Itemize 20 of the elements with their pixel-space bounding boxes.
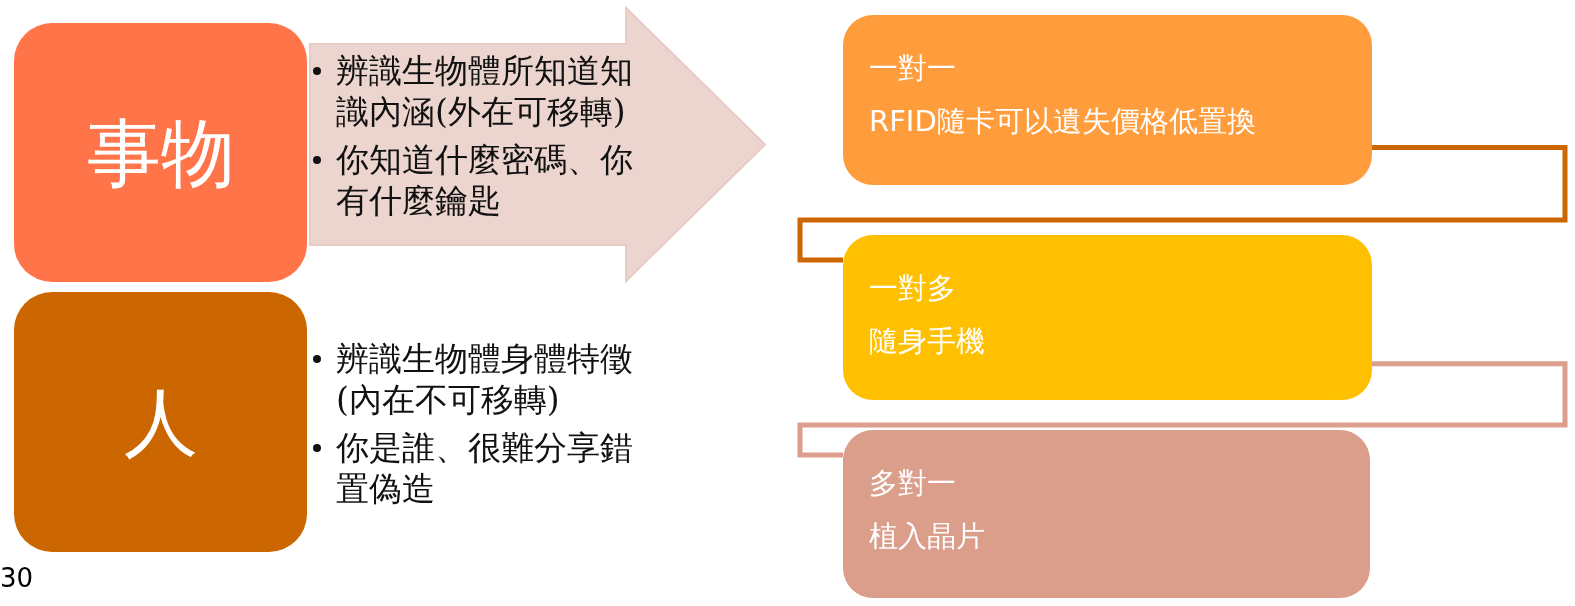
box-text: 植入晶片 <box>869 518 986 554</box>
box-heading: 事物 <box>86 115 235 190</box>
rounded-box <box>843 15 1372 185</box>
connector-line <box>797 145 1568 263</box>
connector-line <box>797 361 1568 458</box>
rounded-box <box>843 235 1372 400</box>
rounded-box <box>14 23 307 282</box>
rounded-box <box>843 430 1370 598</box>
bullet-text: 你是誰、很難分享錯置偽造 <box>336 426 634 509</box>
box-text: RFID隨卡可以遺失價格低置換 <box>869 103 1257 139</box>
bullet-text: 辨識生物體身體特徵(內在不可移轉) <box>336 338 634 421</box>
rounded-box <box>14 292 307 552</box>
box-heading: 人 <box>123 385 198 459</box>
box-text: 一對多 <box>869 271 957 306</box>
bullet-text: 你知道什麼密碼、你有什麼鑰匙 <box>336 138 634 221</box>
bullet-text: 辨識生物體所知道知識內涵(外在可移轉) <box>336 50 634 133</box>
box-text: 多對一 <box>869 466 957 501</box>
box-text: 隨身手機 <box>869 323 986 359</box>
box-text: 一對一 <box>869 51 957 86</box>
page-number: 30 <box>0 563 34 593</box>
